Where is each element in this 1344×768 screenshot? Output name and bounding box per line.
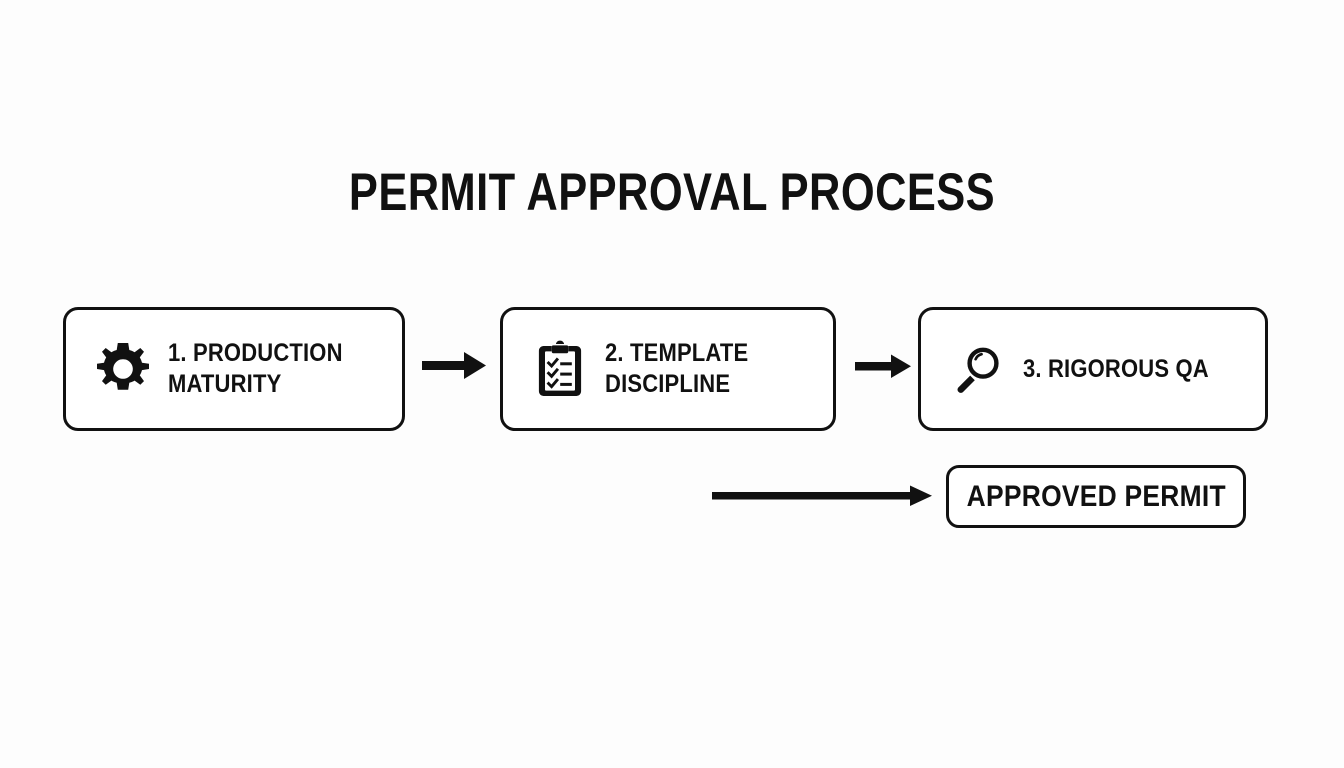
step-box-rigorous-qa[interactable]: 3. RIGOROUS QA	[918, 307, 1268, 431]
step-label-template-discipline: 2. TEMPLATE DISCIPLINE	[605, 339, 749, 398]
step-box-template-discipline[interactable]: 2. TEMPLATE DISCIPLINE	[500, 307, 836, 431]
outcome-label: APPROVED PERMIT	[966, 479, 1226, 513]
step-label-rigorous-qa: 3. RIGOROUS QA	[1023, 354, 1209, 383]
page-title: PERMIT APPROVAL PROCESS	[348, 163, 996, 222]
step-box-production-maturity[interactable]: 1. PRODUCTION MATURITY	[63, 307, 405, 431]
arrow-step1-to-step2	[422, 350, 488, 382]
step-label-production-maturity: 1. PRODUCTION MATURITY	[168, 339, 343, 398]
arrow-step3-to-outcome	[712, 481, 934, 511]
arrow-step2-to-step3	[855, 352, 913, 382]
outcome-box-approved-permit[interactable]: APPROVED PERMIT	[946, 465, 1246, 528]
clipboard-checklist-icon	[531, 340, 589, 398]
magnifying-glass-icon	[949, 340, 1007, 398]
gear-icon	[94, 340, 152, 398]
